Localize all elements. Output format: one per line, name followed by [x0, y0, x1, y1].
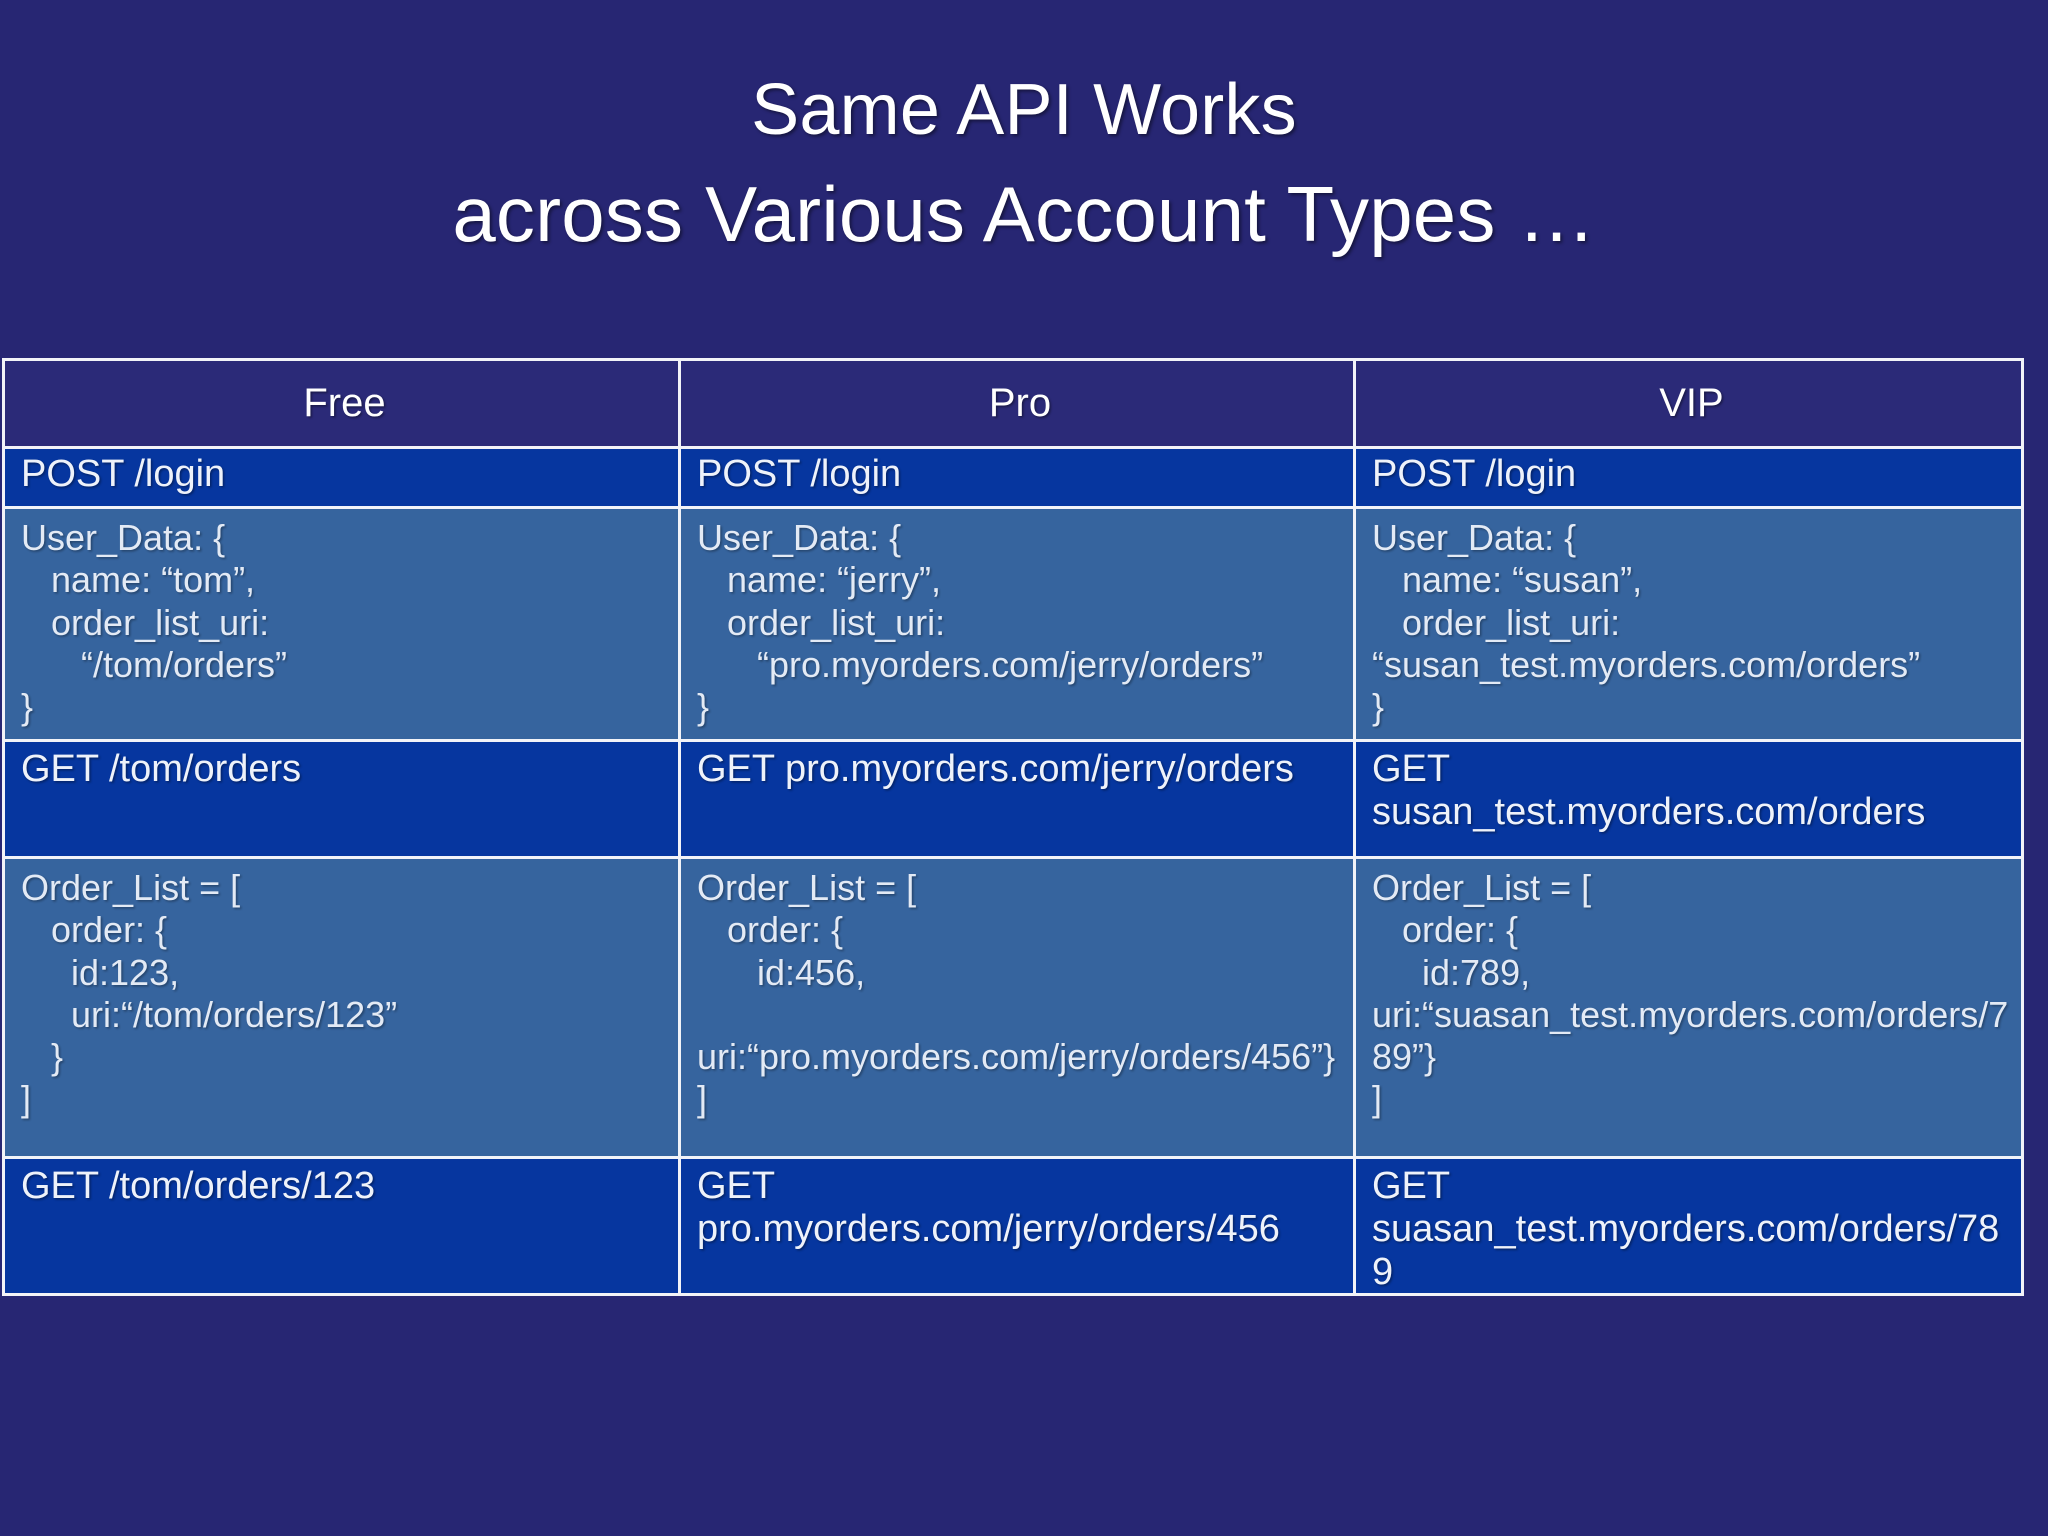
cell-pro-get-order-detail: GET pro.myorders.com/jerry/orders/456 — [681, 1159, 1353, 1293]
cell-pro-post-login: POST /login — [681, 449, 1353, 506]
column-header-vip: VIP — [1356, 361, 2021, 446]
title-line-2: across Various Account Types … — [452, 169, 1596, 258]
title-line-1: Same API Works — [751, 70, 1297, 150]
cell-free-user-data: User_Data: { name: “tom”, order_list_uri… — [5, 509, 678, 739]
table-row: GET /tom/orders/123 GET pro.myorders.com… — [5, 1159, 2021, 1293]
cell-vip-get-orders: GET susan_test.myorders.com/orders — [1356, 742, 2021, 856]
cell-vip-user-data: User_Data: { name: “susan”, order_list_u… — [1356, 509, 2021, 739]
cell-pro-get-orders: GET pro.myorders.com/jerry/orders — [681, 742, 1353, 856]
cell-free-post-login: POST /login — [5, 449, 678, 506]
cell-free-get-order-detail: GET /tom/orders/123 — [5, 1159, 678, 1293]
cell-pro-order-list: Order_List = [ order: { id:456, uri:“pro… — [681, 859, 1353, 1156]
column-header-pro: Pro — [681, 361, 1353, 446]
column-header-free: Free — [5, 361, 678, 446]
table-row: User_Data: { name: “tom”, order_list_uri… — [5, 509, 2021, 739]
cell-vip-get-order-detail: GET suasan_test.myorders.com/orders/789 — [1356, 1159, 2021, 1293]
table-row: GET /tom/orders GET pro.myorders.com/jer… — [5, 742, 2021, 856]
table-row: POST /login POST /login POST /login — [5, 449, 2021, 506]
cell-free-order-list: Order_List = [ order: { id:123, uri:“/to… — [5, 859, 678, 1156]
cell-vip-order-list: Order_List = [ order: { id:789, uri:“sua… — [1356, 859, 2021, 1156]
table-header-row: Free Pro VIP — [5, 361, 2021, 446]
cell-pro-user-data: User_Data: { name: “jerry”, order_list_u… — [681, 509, 1353, 739]
page-title: Same API Works across Various Account Ty… — [0, 70, 2048, 258]
table-row: Order_List = [ order: { id:123, uri:“/to… — [5, 859, 2021, 1156]
account-types-comparison-table: Free Pro VIP POST /login POST /login POS… — [2, 358, 2024, 1296]
cell-free-get-orders: GET /tom/orders — [5, 742, 678, 856]
cell-vip-post-login: POST /login — [1356, 449, 2021, 506]
